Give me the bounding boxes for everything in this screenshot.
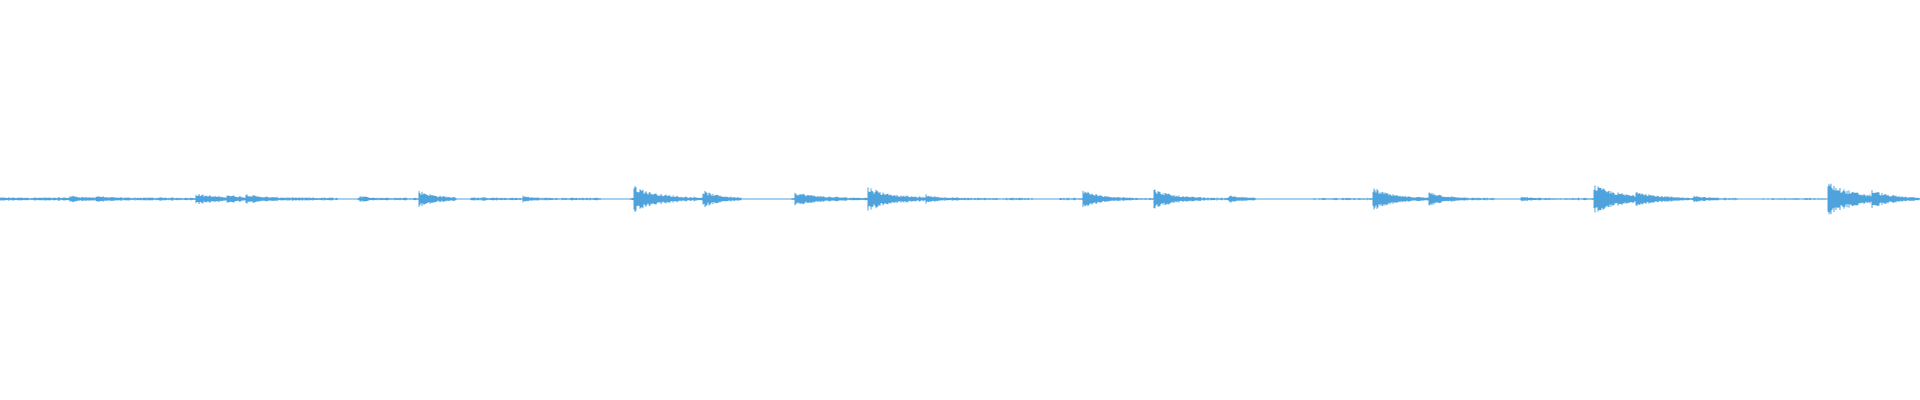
- waveform-trace: [0, 183, 1920, 215]
